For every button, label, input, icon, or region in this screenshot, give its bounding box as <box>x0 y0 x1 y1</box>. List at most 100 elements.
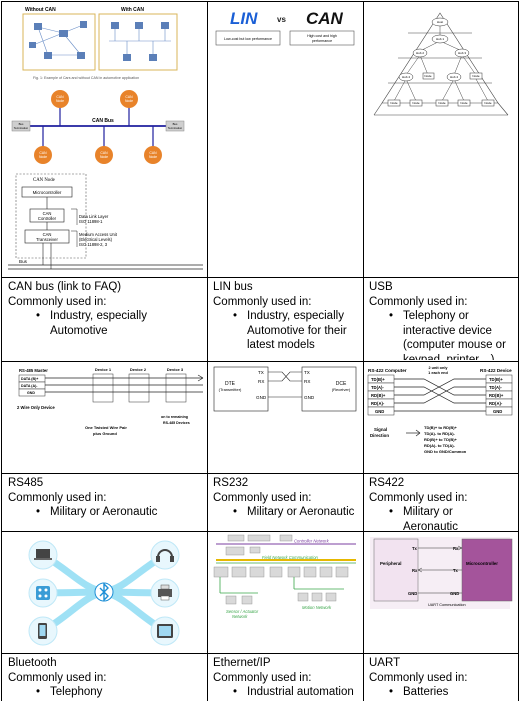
lin-bus-description: LIN bus Commonly used in: Industry, espe… <box>213 280 361 360</box>
protocol-name: USB <box>369 281 393 293</box>
svg-text:Device 2: Device 2 <box>130 367 147 372</box>
svg-text:CAN: CAN <box>43 211 52 216</box>
lin-vs-can-diagram: LIN vs CAN Low-cost but low performance … <box>208 3 362 276</box>
svg-text:CAN: CAN <box>306 9 344 28</box>
svg-text:Bus: Bus <box>19 259 28 264</box>
svg-text:Node: Node <box>100 155 108 159</box>
uart-description: UART Commonly used in: Batteries <box>369 656 516 700</box>
tablet-icon <box>157 624 173 638</box>
svg-text:GND: GND <box>408 591 417 596</box>
svg-text:on to remaining: on to remaining <box>161 415 188 419</box>
without-can-label: Without CAN <box>25 7 56 13</box>
svg-text:RD(A)-: RD(A)- <box>371 401 385 406</box>
svg-text:(Electrical Levels): (Electrical Levels) <box>79 237 113 242</box>
figure-caption: Fig. 1: Example of Cars and without CAN … <box>33 76 139 80</box>
svg-text:Transceiver: Transceiver <box>36 237 58 242</box>
ethernet-ip-description: Ethernet/IP Commonly used in: Industrial… <box>213 656 361 700</box>
usage-item: Telephony or interactive device (compute… <box>389 309 516 360</box>
svg-text:RX: RX <box>258 379 264 384</box>
svg-text:Direction: Direction <box>370 433 389 438</box>
rs232-diagram: DTE (Transmitter) DCE (Receiver) TX RX G… <box>208 363 362 472</box>
rs485-description: RS485 Commonly used in: Military or Aero… <box>8 476 205 530</box>
row-divider <box>1 531 519 532</box>
svg-text:plus Ground: plus Ground <box>93 431 117 436</box>
svg-text:ISO 11898-1: ISO 11898-1 <box>79 219 103 224</box>
rs232-description: RS232 Commonly used in: Military or Aero… <box>213 476 361 530</box>
used-in-label: Commonly used in: <box>213 295 312 308</box>
svg-text:Node: Node <box>412 101 420 105</box>
svg-text:RD(B)+: RD(B)+ <box>371 393 386 398</box>
svg-text:Sensor / Actuator: Sensor / Actuator <box>226 609 259 614</box>
svg-text:(Receiver): (Receiver) <box>332 387 351 392</box>
svg-text:Hub 3: Hub 3 <box>458 51 466 55</box>
svg-text:Signal: Signal <box>374 427 387 432</box>
used-in-label: Commonly used in: <box>369 491 468 504</box>
svg-text:Low-cost but low performance: Low-cost but low performance <box>224 37 272 41</box>
protocol-name: LIN bus <box>213 281 253 293</box>
row-divider <box>1 473 519 474</box>
svg-text:Microcontroller: Microcontroller <box>466 561 498 566</box>
can-node <box>51 90 69 108</box>
protocol-name: Bluetooth <box>8 657 57 669</box>
usage-item: Telephony <box>36 685 205 700</box>
used-in-label: Commonly used in: <box>369 295 468 308</box>
table-border-top <box>1 1 519 2</box>
svg-text:Node: Node <box>472 74 480 78</box>
svg-text:Device 1: Device 1 <box>95 367 112 372</box>
svg-text:TD(B)+: TD(B)+ <box>489 377 503 382</box>
svg-text:DATA (B)+: DATA (B)+ <box>21 377 38 381</box>
svg-text:TX: TX <box>304 370 310 375</box>
svg-text:CAN: CAN <box>56 95 64 99</box>
svg-text:Device 3: Device 3 <box>167 367 184 372</box>
svg-text:Bus: Bus <box>19 122 24 126</box>
svg-text:Hub 1: Hub 1 <box>436 37 444 41</box>
svg-text:Controller: Controller <box>38 216 57 221</box>
bluetooth-diagram <box>3 533 206 652</box>
svg-text:DCE: DCE <box>336 381 347 387</box>
laptop-icon <box>34 549 52 560</box>
used-in-label: Commonly used in: <box>8 295 107 308</box>
svg-text:RX: RX <box>304 379 310 384</box>
svg-text:Motion Network: Motion Network <box>302 605 332 610</box>
can-node <box>120 90 138 108</box>
svg-text:Node: Node <box>56 99 64 103</box>
field-network-label: Field Network Communication <box>262 555 319 560</box>
svg-text:Rx: Rx <box>453 546 459 551</box>
protocol-name: RS232 <box>213 477 249 489</box>
protocol-name: Ethernet/IP <box>213 657 271 669</box>
table-border-right <box>518 1 519 701</box>
phone-icon <box>38 623 47 639</box>
svg-text:DATA (A)-: DATA (A)- <box>21 384 38 388</box>
svg-text:Node: Node <box>39 155 47 159</box>
svg-text:2 Wire Only Device: 2 Wire Only Device <box>17 405 55 410</box>
used-in-label: Commonly used in: <box>8 491 107 504</box>
bluetooth-icon <box>99 582 109 602</box>
svg-text:performance: performance <box>312 39 332 43</box>
used-in-label: Commonly used in: <box>369 671 468 684</box>
svg-text:ISO 11898-2, 3: ISO 11898-2, 3 <box>79 242 108 247</box>
svg-text:CAN: CAN <box>43 232 52 237</box>
svg-text:2 unit only: 2 unit only <box>429 366 449 370</box>
svg-text:(Transmitter): (Transmitter) <box>219 387 242 392</box>
svg-text:RS-485 Devices: RS-485 Devices <box>163 421 190 425</box>
can-node <box>144 146 162 164</box>
can-bus-diagram: Without CAN With CAN Fig. 1: <box>3 3 206 276</box>
svg-text:GND: GND <box>493 409 502 414</box>
table-border-left <box>1 1 2 701</box>
svg-text:RD(B)+: RD(B)+ <box>489 393 504 398</box>
row-divider <box>1 653 519 654</box>
rs422-diagram: RS-422 Computer RS-422 Device 2 unit onl… <box>364 363 517 472</box>
usb-description: USB Commonly used in: Telephony or inter… <box>369 280 516 360</box>
can-node <box>34 146 52 164</box>
svg-text:DTE: DTE <box>225 381 236 387</box>
svg-text:RD(A)-: RD(A)- <box>489 401 503 406</box>
protocol-name: RS422 <box>369 477 405 489</box>
svg-text:CAN: CAN <box>39 151 47 155</box>
bluetooth-description: Bluetooth Commonly used in: Telephony <box>8 656 205 700</box>
usage-item: Military or Aeronautic <box>389 505 476 530</box>
protocol-name: CAN bus (link to FAQ) <box>8 281 122 293</box>
usage-item: Batteries <box>389 685 516 700</box>
usage-item: Industrial automation <box>233 685 361 700</box>
table-divider-1 <box>207 1 208 701</box>
usb-tree-diagram: Host Hub 1 Hub 2 Hub 3 Hub 4 Hub 4 Node … <box>364 3 517 276</box>
